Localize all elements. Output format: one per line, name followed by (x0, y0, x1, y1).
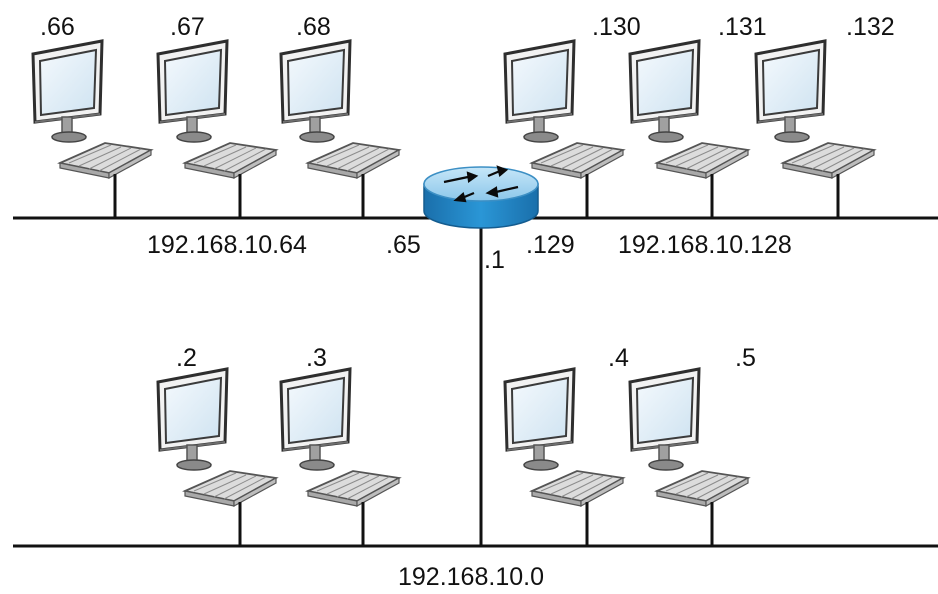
host-computer-icon-66 (31, 39, 153, 220)
host-computer-icon-5 (628, 367, 750, 548)
host-label-3: .3 (306, 344, 327, 372)
router-interface-label-right: .129 (526, 231, 575, 259)
host-label-131: .131 (718, 13, 767, 41)
router-interface-label-down: .1 (484, 246, 505, 274)
host-label-68: .68 (296, 13, 331, 41)
network-label-bottom: 192.168.10.0 (398, 563, 544, 589)
router-icon (423, 165, 539, 229)
host-computer-icon-3 (279, 367, 401, 548)
host-computer-icon-68 (279, 39, 401, 220)
host-label-130: .130 (592, 13, 641, 41)
host-label-5: .5 (735, 344, 756, 372)
host-label-2: .2 (176, 344, 197, 372)
router-interface-label-left: .65 (386, 231, 421, 259)
network-label-top-right: 192.168.10.128 (618, 231, 792, 259)
host-computer-icon-132 (754, 39, 876, 220)
host-computer-icon-2 (156, 367, 278, 548)
host-label-66: .66 (40, 13, 75, 41)
host-computer-icon-4 (503, 367, 625, 548)
host-computer-icon-131 (628, 39, 750, 220)
host-label-4: .4 (608, 344, 629, 372)
network-label-top-left: 192.168.10.64 (147, 231, 307, 259)
host-label-132: .132 (846, 13, 895, 41)
host-label-67: .67 (170, 13, 205, 41)
host-computer-icon-67 (156, 39, 278, 220)
